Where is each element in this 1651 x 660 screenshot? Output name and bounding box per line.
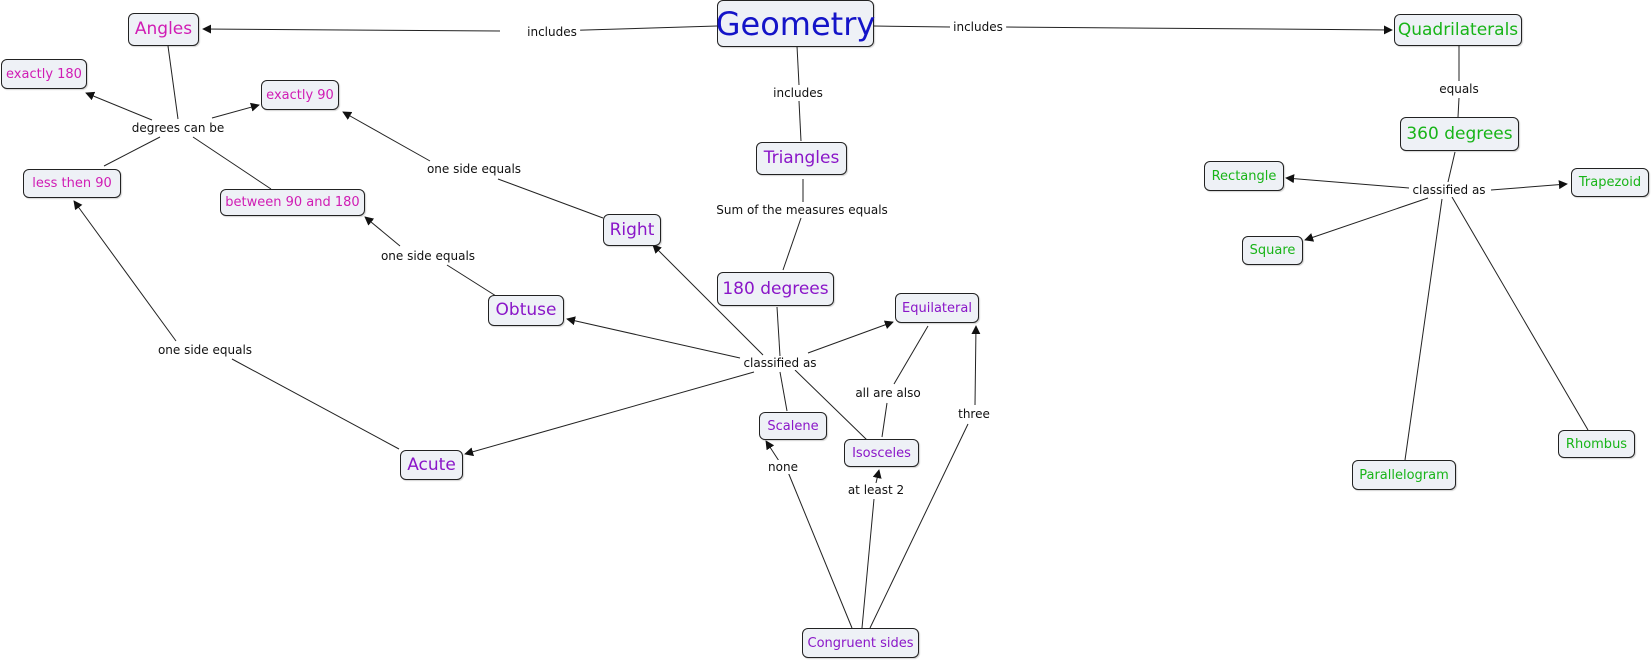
node-right[interactable]: Right [603, 214, 661, 246]
edge-congruent-three-b [971, 325, 981, 406]
node-angles[interactable]: Angles [128, 13, 199, 46]
link-classified-as-quads: classified as [1409, 183, 1489, 197]
node-180-degrees[interactable]: 180 degrees [717, 272, 834, 306]
edge-congruent-none-a [787, 471, 853, 629]
edge-geometry-includes-quads-a [873, 25, 951, 28]
link-equals: equals [1436, 82, 1482, 96]
link-none: none [765, 460, 801, 474]
edge-classified-obtuse [566, 316, 741, 359]
node-rhombus[interactable]: Rhombus [1558, 430, 1635, 458]
edge-360-classified [1447, 151, 1456, 183]
link-sum-of-measures: Sum of the measures equals [713, 203, 891, 217]
edge-classified-parallelogram [1404, 198, 1443, 461]
node-trapezoid[interactable]: Trapezoid [1571, 168, 1649, 197]
link-includes-quadrilaterals: includes [950, 20, 1006, 34]
edge-geometry-includes-triangles-a [796, 45, 800, 86]
edge-congruent-three-a [869, 423, 969, 629]
edge-congruent-atleast-a [861, 498, 875, 629]
node-geometry[interactable]: Geometry [716, 0, 875, 47]
edge-degrees-exactly-90 [211, 102, 260, 119]
edge-triangles-sum-b [782, 217, 802, 271]
edge-classified-right [652, 244, 764, 356]
node-triangles[interactable]: Triangles [756, 142, 847, 175]
edge-right-one-side-b [342, 111, 431, 162]
node-scalene[interactable]: Scalene [759, 412, 827, 440]
link-three: three [955, 407, 993, 421]
edge-classified-equilateral [807, 320, 894, 354]
edge-isosceles-all-a [881, 402, 888, 438]
link-degrees-can-be: degrees can be [128, 121, 228, 135]
edge-quads-equals-b [1457, 97, 1460, 118]
edge-degrees-exactly-180 [85, 91, 153, 121]
edge-geometry-includes-triangles-b [798, 100, 802, 142]
edge-classified-acute [464, 371, 755, 457]
node-exactly-90[interactable]: exactly 90 [261, 80, 339, 110]
node-quadrilaterals[interactable]: Quadrilaterals [1394, 14, 1522, 46]
link-classified-as-triangles: classified as [740, 356, 820, 370]
node-exactly-180[interactable]: exactly 180 [1, 59, 87, 89]
link-one-side-equals-acute: one side equals [154, 343, 256, 357]
edge-isosceles-all-b [893, 325, 929, 385]
node-square[interactable]: Square [1242, 236, 1303, 265]
link-at-least-2: at least 2 [844, 483, 908, 497]
node-obtuse[interactable]: Obtuse [488, 295, 564, 326]
edge-classified-scalene [779, 371, 788, 412]
edge-degrees-less-then-90 [103, 136, 161, 167]
edge-classified-rhombus [1451, 196, 1589, 431]
edge-classified-square [1304, 197, 1429, 242]
node-360-degrees[interactable]: 360 degrees [1400, 117, 1519, 151]
edge-geometry-includes-quads-b [1004, 25, 1393, 35]
node-congruent-sides[interactable]: Congruent sides [802, 628, 919, 658]
edge-acute-one-side-b [73, 200, 177, 342]
link-one-side-equals-obtuse: one side equals [377, 249, 479, 263]
link-one-side-equals-right: one side equals [423, 162, 525, 176]
node-between-90-180[interactable]: between 90 and 180 [220, 189, 365, 216]
link-includes-triangles: includes [770, 86, 826, 100]
node-acute[interactable]: Acute [400, 450, 463, 480]
edge-right-one-side-a [497, 178, 604, 219]
edge-degrees-between [192, 136, 272, 190]
edge-180-classified [776, 306, 781, 357]
edge-classified-isosceles [794, 369, 868, 441]
edge-angles-degrees-can-be [167, 45, 179, 120]
edge-obtuse-one-side-a [446, 264, 497, 297]
node-equilateral[interactable]: Equilateral [895, 293, 979, 323]
edge-classified-trapezoid [1490, 180, 1568, 191]
edge-congruent-none-b [765, 440, 780, 462]
link-all-are-also: all are also [852, 386, 924, 400]
node-less-then-90[interactable]: less then 90 [23, 169, 121, 198]
link-includes-angles: includes [524, 25, 580, 39]
node-parallelogram[interactable]: Parallelogram [1352, 460, 1456, 490]
node-rectangle[interactable]: Rectangle [1204, 161, 1284, 191]
node-isosceles[interactable]: Isosceles [844, 439, 919, 467]
edge-geometry-includes-angles-b [202, 24, 501, 34]
edge-acute-one-side-a [231, 358, 400, 450]
edge-congruent-atleast-b [872, 469, 882, 484]
edge-obtuse-one-side-b [364, 216, 401, 247]
edge-classified-rectangle [1285, 174, 1410, 189]
